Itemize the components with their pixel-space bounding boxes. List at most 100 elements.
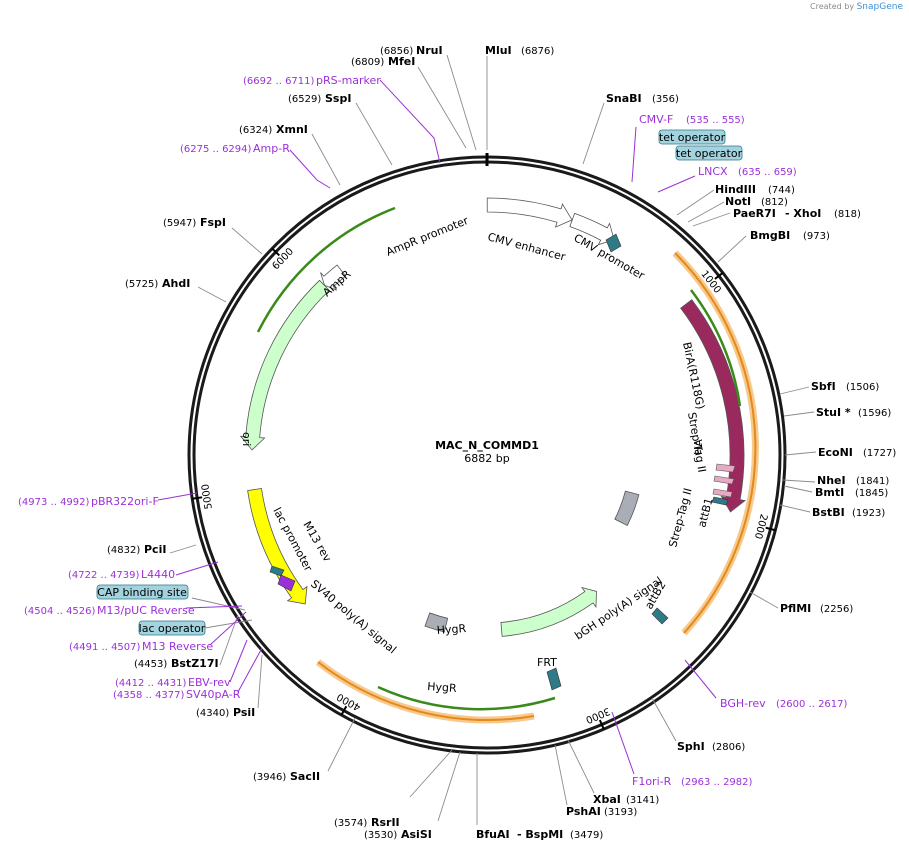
m13-rev-marker [277, 574, 296, 592]
feature-arc-cmv-promoter[interactable] [569, 212, 615, 246]
site-mfei-pos: (6809) [351, 57, 384, 68]
primer-leaders [157, 79, 717, 775]
primer-pbr: pBR322ori-F [91, 495, 159, 508]
scale-tick-label: 5000 [200, 483, 215, 510]
primer-labels: (6692 .. 6711) pRS-marker (6275 .. 6294)… [18, 74, 848, 788]
watermark-text: Created by [810, 2, 855, 11]
site-noti: NotI [725, 195, 751, 208]
leader-snabi [582, 102, 605, 165]
primer-sv40-range: (4358 .. 4377) [113, 690, 185, 701]
site-bstbi: BstBI [812, 506, 845, 519]
site-nhei-pos: (1841) [856, 476, 889, 487]
leader-noti [687, 201, 725, 223]
feature-arc-bgh-poly-a-signal[interactable] [614, 490, 640, 526]
primer-f1ori: F1ori-R [632, 775, 672, 788]
primer-m13puc-range: (4504 .. 4526) [24, 606, 96, 617]
feature-layer [239, 197, 746, 637]
primer-l4440-range: (4722 .. 4739) [68, 570, 140, 581]
primer-leader-cmvf [631, 126, 637, 183]
primer-m13rev: M13 Reverse [142, 640, 213, 653]
site-sacii: SacII [290, 770, 320, 783]
site-rsrii-pos: (3574) [334, 818, 367, 829]
snapgene-watermark: Created by SnapGene [810, 2, 903, 12]
feature-arc-ori[interactable] [247, 488, 308, 605]
feature-label-frt: FRT [537, 656, 557, 669]
feature-label-attb1: attB1 [695, 497, 715, 529]
site-bspmi: - BspMI [517, 828, 563, 841]
feature-label-ampr-promoter: AmpR promoter [384, 214, 470, 259]
leader-econi [784, 451, 817, 456]
site-fspi: FspI [200, 216, 226, 229]
feature-arc-sv40-poly-a-signal[interactable] [424, 612, 449, 633]
primer-leader-pbr [157, 492, 198, 501]
feature-label-ha: HA [692, 439, 705, 455]
leader-arui [446, 54, 477, 151]
leader-bstbi [779, 504, 811, 513]
tet-operator-label: tet operator [659, 131, 726, 144]
site-pflmi-pos: (2256) [820, 604, 853, 615]
leader-lac-op [204, 619, 253, 629]
site-bmti: BmtI [815, 486, 844, 499]
leader-fspi [231, 227, 263, 255]
primer-cmvf-range: (535 .. 555) [686, 115, 745, 126]
orf-arc-green [690, 289, 742, 407]
primer-f1ori-range: (2963 .. 2982) [681, 777, 753, 788]
tet-operator-marker [605, 233, 622, 253]
feature-arc-hygr[interactable] [500, 586, 597, 637]
primer-leader-prs [379, 79, 441, 164]
leader-hindiii [676, 189, 715, 216]
primer-leader-bgh [684, 659, 717, 699]
strep-tag-marker [712, 488, 733, 498]
site-xmni: XmnI [276, 123, 308, 136]
site-pshai-pos: (3193) [604, 807, 637, 818]
primer-leader-lncx [657, 175, 696, 193]
feature-arc-cmv-enhancer[interactable] [486, 197, 573, 228]
leader-rsrii [409, 749, 453, 798]
site-sbfi-pos: (1506) [846, 382, 879, 393]
feature-arc-bira-r118g-[interactable] [680, 299, 746, 513]
leader-bmti [783, 485, 813, 493]
plasmid-name: MAC_N_COMMD1 [435, 439, 539, 452]
feature-arc-ampr-promoter[interactable] [320, 264, 347, 291]
orf-arc-green [256, 206, 396, 333]
site-bspmi-pos: (3479) [570, 830, 603, 841]
leader-bmgbi [717, 235, 747, 263]
primer-lncx-range: (635 .. 659) [738, 167, 797, 178]
site-pflmi: PflMI [780, 602, 811, 615]
site-paer7i: PaeR7I [733, 207, 776, 220]
leader-pcii [169, 544, 197, 554]
site-sacii-pos: (3946) [253, 772, 286, 783]
primer-prs: pRS-marker [316, 74, 381, 87]
scale-tick-label: 2000 [752, 513, 769, 540]
scale-tick [598, 719, 605, 730]
primer-pbr-range: (4973 .. 4992) [18, 497, 90, 508]
leader-paer7i [692, 212, 731, 227]
site-xmni-pos: (6324) [239, 125, 272, 136]
site-mlui: MluI [485, 44, 512, 57]
site-noti-pos: (812) [761, 197, 788, 208]
site-sphi-pos: (2806) [712, 742, 745, 753]
site-asisi-pos: (3530) [364, 830, 397, 841]
feature-label-hygr-lower: HygR [427, 680, 458, 695]
cap-binding-site-label: CAP binding site [97, 586, 187, 599]
orf-arcs [256, 206, 759, 724]
leader-ahdi [197, 286, 227, 303]
site-bstbi-pos: (1923) [852, 508, 885, 519]
site-fspi-pos: (5947) [163, 218, 196, 229]
feature-arc-ampr[interactable] [239, 279, 330, 451]
tet-operator-label-2: tet operator [676, 147, 743, 160]
scale-tick [714, 272, 724, 280]
attb2-marker [651, 607, 669, 625]
frt-marker [546, 667, 562, 691]
site-hindiii: HindIII [715, 183, 756, 196]
orf-arc-green [377, 685, 556, 711]
site-xbai-pos: (3141) [626, 795, 659, 806]
primer-lncx: LNCX [698, 165, 728, 178]
leader-lines [169, 54, 817, 825]
leader-sbfi [779, 386, 810, 395]
primer-m13rev-range: (4491 .. 4507) [69, 642, 141, 653]
site-bmti-pos: (1845) [855, 488, 888, 499]
primer-leader-m13rev [209, 611, 247, 646]
site-rsrii: RsrII [371, 816, 400, 829]
ha-tag-marker [713, 475, 735, 485]
